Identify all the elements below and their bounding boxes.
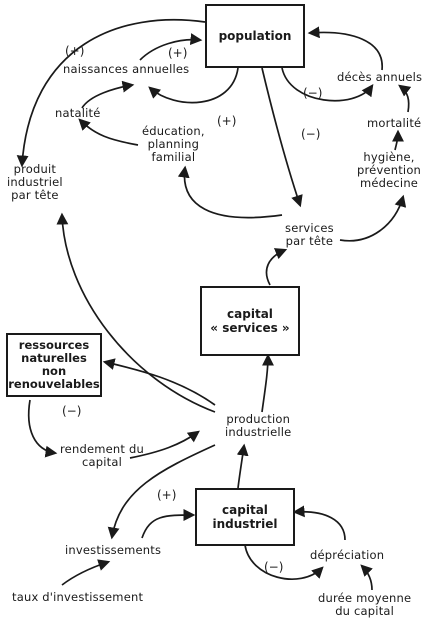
label-duree: durée moyenne du capital [318, 591, 412, 618]
arrow-population-to-services [261, 67, 303, 208]
ressources-box: ressources naturelles non renouvelables [6, 333, 102, 397]
arrow-capital-to-depreciation [244, 544, 324, 580]
arrow-population-to-produit [16, 18, 206, 168]
sign-plus-education: (+) [217, 114, 237, 128]
sign-minus-mortalite: (−) [301, 127, 321, 141]
arrow-services-to-hygiene [339, 194, 407, 242]
arrow-capital-services-to-services [265, 248, 288, 286]
label-education: éducation, planning familial [142, 124, 205, 164]
label-mortalite: mortalité [367, 116, 422, 130]
label-rendement: rendement du capital [60, 442, 144, 469]
arrow-investissements-to-capital [141, 509, 196, 539]
arrow-mortalite-to-deces [398, 84, 412, 113]
arrow-ressources-to-rendement [27, 399, 58, 458]
arrow-rendement-to-production [129, 430, 200, 459]
sign-plus-investissements: (+) [157, 488, 177, 502]
arrow-planning-to-natalite [78, 118, 139, 146]
population-box: population [205, 4, 305, 68]
sign-plus-natalite: (+) [65, 44, 85, 58]
arrow-population-to-deces [281, 67, 374, 102]
sign-minus-depreciation: (−) [264, 560, 284, 574]
arrow-duree-to-depreciation [360, 564, 373, 591]
arrow-production-to-investissements [107, 444, 216, 540]
arrow-production-to-produit [56, 212, 216, 413]
arrow-services-to-education [177, 165, 283, 219]
capital-services-box: capital « services » [200, 286, 300, 356]
capital-industriel-box: capital industriel [195, 488, 295, 546]
arrow-capital-to-production [236, 443, 249, 489]
arrow-naissances-to-population [139, 33, 203, 61]
arrow-production-to-ressources [102, 358, 216, 406]
sign-plus-naissances: (+) [168, 46, 188, 60]
arrow-production-to-capital-services [261, 353, 274, 413]
label-depreciation: dépréciation [310, 548, 385, 562]
label-taux: taux d'investissement [12, 590, 144, 604]
sign-minus-deces: (−) [303, 86, 323, 100]
arrow-deces-to-population [307, 26, 383, 71]
label-hygiene: hygiène, prévention médecine [357, 150, 422, 190]
label-deces: décès annuels [337, 70, 423, 84]
arrow-hygiene-to-mortalite [392, 129, 404, 151]
label-investissements: investissements [65, 543, 162, 557]
label-natalite: natalité [55, 106, 101, 120]
label-naissances: naissances annuelles [63, 62, 190, 76]
label-services-tete: services par tête [285, 221, 334, 248]
label-production: production industrielle [225, 412, 292, 439]
label-produit: produit industriel par tête [7, 162, 63, 202]
arrow-natalite-to-naissances [81, 80, 135, 109]
sign-minus-ressources: (−) [62, 404, 82, 418]
arrow-depreciation-to-capital [292, 505, 346, 541]
arrow-population-to-naissances [148, 67, 239, 104]
arrow-taux-to-investissements [61, 559, 111, 586]
